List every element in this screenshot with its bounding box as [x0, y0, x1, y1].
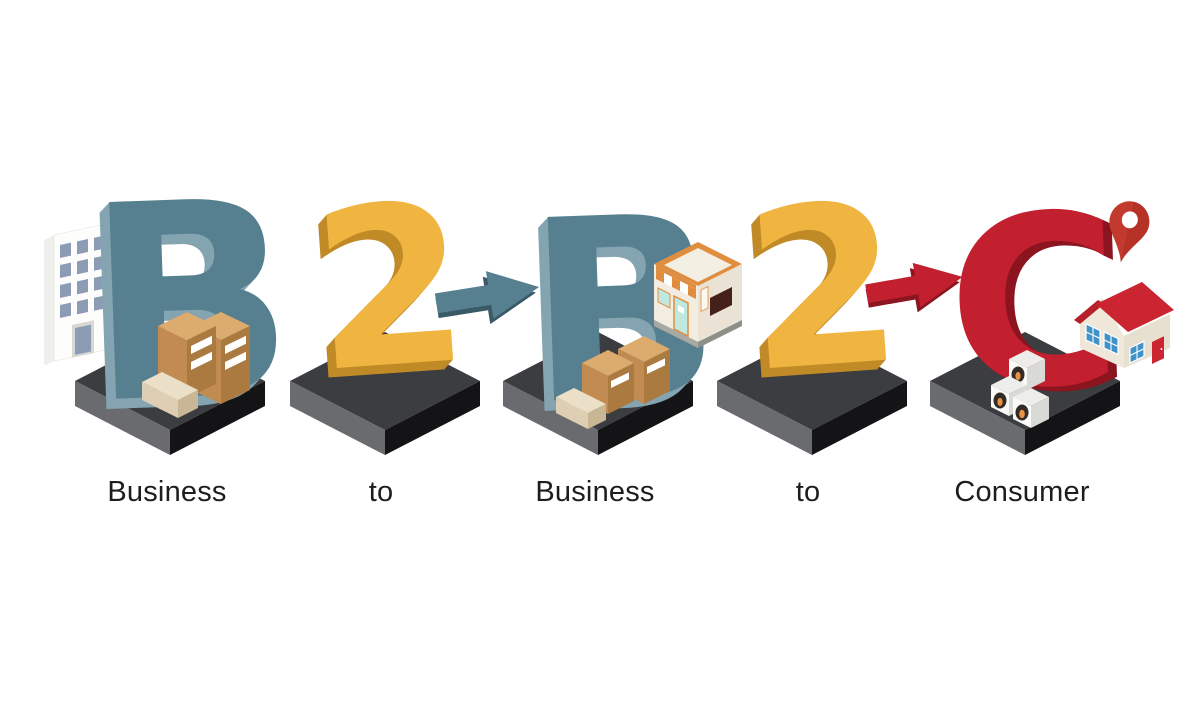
platform-4: [717, 332, 907, 455]
shop-door: [673, 294, 689, 338]
location-pin-icon: [1109, 201, 1150, 263]
house-roof: [1096, 282, 1174, 332]
house-icon: [1074, 282, 1174, 368]
office-building-icon: [44, 222, 111, 365]
storefront-icon: [654, 242, 742, 348]
product-packages-icon: [991, 350, 1049, 428]
shop-side-window: [710, 287, 732, 316]
house-windows: [1085, 323, 1145, 364]
cardboard-boxes-icon: [142, 312, 250, 418]
station-label-to-1: to: [368, 476, 394, 508]
station-label-business-2: Business: [535, 476, 655, 508]
platform-2: [290, 332, 480, 455]
shop-window: [657, 287, 671, 309]
station-label-consumer: Consumer: [954, 476, 1090, 508]
right-arrow-icon: [862, 262, 963, 313]
building-windows: [60, 235, 105, 318]
right-arrow-icon: [431, 271, 540, 325]
station-label-to-2: to: [795, 476, 821, 508]
house-door: [1152, 336, 1164, 364]
station-label-business-1: Business: [107, 476, 227, 508]
cardboard-boxes-icon: [556, 336, 670, 429]
shop-awning: [656, 269, 696, 299]
shop-sign: [700, 285, 709, 313]
building-door: [75, 324, 91, 355]
